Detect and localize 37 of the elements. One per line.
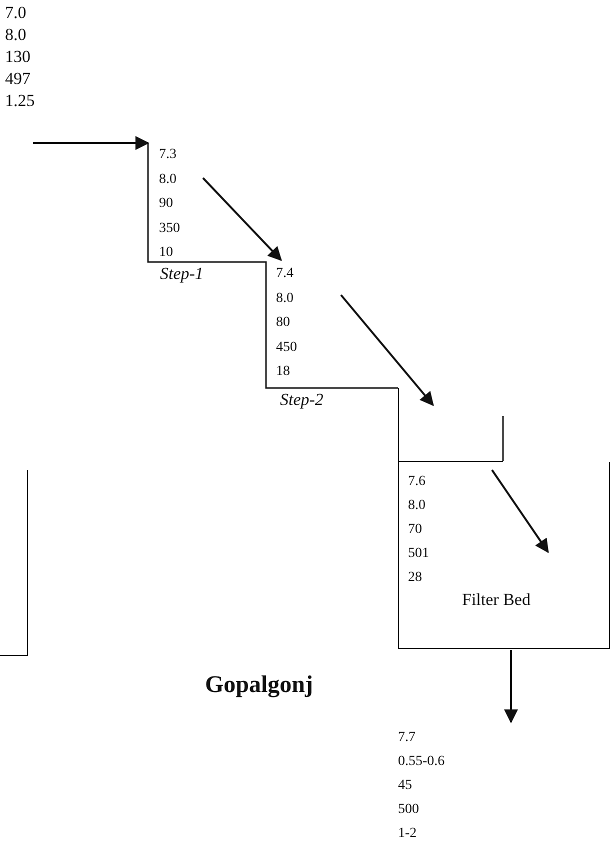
reading-value: 450	[276, 338, 297, 356]
reading-value: 350	[159, 220, 180, 238]
site-title: Gopalgonj	[205, 672, 314, 699]
tank-outline	[398, 462, 610, 649]
reading-value: 7.3	[159, 146, 176, 164]
arrow	[340, 294, 434, 406]
reading-value: 1-2	[398, 825, 417, 843]
reading-value: 8.0	[408, 497, 426, 515]
reading-value: 80	[276, 314, 290, 332]
reading-value: 10	[159, 244, 173, 262]
tank-outline	[0, 470, 28, 656]
reading-value: 28	[408, 569, 422, 587]
arrow	[33, 136, 150, 150]
reading-value: 7.6	[408, 473, 426, 491]
reading-value: 90	[159, 195, 173, 213]
reading-value: 8.0	[159, 170, 176, 188]
reading-value: 45	[398, 777, 412, 795]
tank-outline	[398, 388, 503, 462]
arrow	[504, 650, 518, 724]
step-label: Step-2	[280, 390, 324, 410]
reading-value: 7.0	[5, 2, 26, 24]
reading-value: 501	[408, 545, 429, 563]
reading-value: 18	[276, 363, 290, 381]
reading-value: 500	[398, 801, 419, 819]
reading-value: 8.0	[5, 24, 26, 46]
reading-value: 7.4	[276, 265, 294, 283]
reading-value: 70	[408, 521, 422, 539]
reading-value: 130	[5, 46, 30, 68]
reading-value: 1.25	[5, 90, 35, 112]
arrow	[202, 177, 282, 262]
reading-value: 8.0	[276, 290, 294, 308]
step-label: Step-1	[160, 264, 204, 284]
reading-value: 7.7	[398, 729, 416, 747]
arrow	[491, 469, 549, 554]
tank-label: Filter Bed	[462, 590, 530, 610]
reading-value: 497	[5, 68, 30, 90]
reading-value: 0.55-0.6	[398, 753, 445, 771]
